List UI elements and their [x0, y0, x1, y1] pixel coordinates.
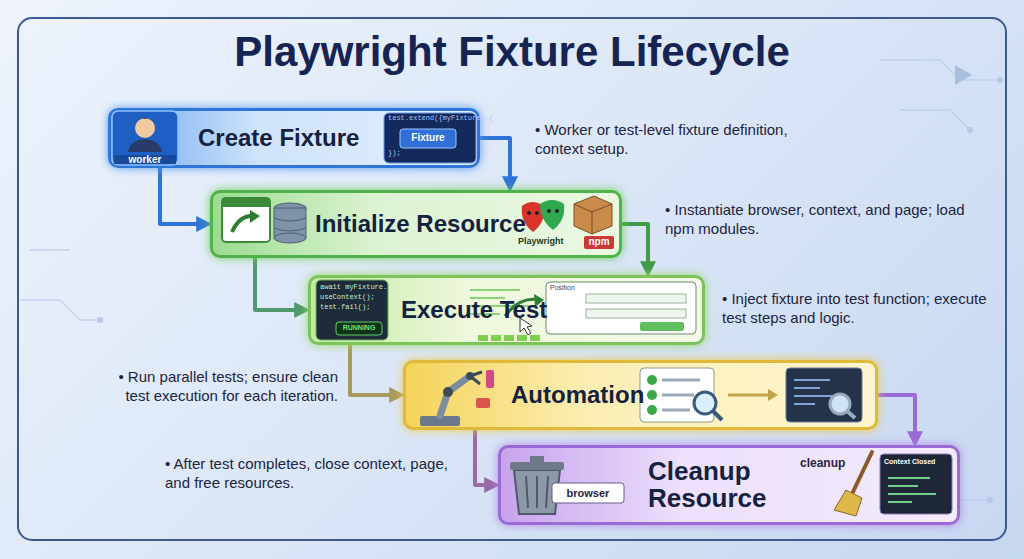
panel-label: Context Closed: [884, 458, 950, 467]
flow-arrow: [480, 138, 510, 189]
flow-arrow: [622, 224, 648, 274]
note-text: • Run parallel tests; ensure clean test …: [112, 368, 338, 406]
status-tag: RUNNING: [336, 324, 382, 333]
flow-arrow: [350, 345, 402, 395]
icon-label: cleanup: [800, 456, 860, 471]
icon-label: worker: [114, 154, 176, 167]
flow-arrow: [160, 168, 209, 224]
note-text: • Worker or test-level fixture definitio…: [535, 121, 835, 159]
note-text: • Instantiate browser, context, and page…: [665, 201, 995, 239]
code-text: });: [388, 150, 428, 158]
button-label: Fixture: [400, 132, 456, 145]
stage-name: Create Fixture: [198, 125, 398, 150]
icon-label: browser: [554, 487, 622, 501]
stage-name: Initialize Resource: [315, 211, 545, 236]
note-text: • After test completes, close context, p…: [165, 455, 465, 493]
stage-name: Automation: [511, 382, 681, 407]
flow-arrow: [255, 258, 307, 310]
npm-logo: npm: [584, 236, 614, 249]
icon-label: Playwright: [518, 236, 578, 247]
code-text: test.fail();: [320, 304, 386, 312]
note-text: • Inject fixture into test function; exe…: [722, 290, 992, 328]
code-text: test.extend({myFixture..{: [388, 115, 474, 123]
diagram-title: Playwright Fixture Lifecycle: [0, 28, 1024, 76]
code-text: await myFixture.: [320, 284, 386, 292]
form-label: Position: [550, 284, 590, 293]
code-text: useContext();: [320, 294, 386, 302]
stage-name: Execute Test: [401, 297, 591, 322]
flow-arrow: [475, 430, 497, 485]
stage-box: Initialize Resource: [210, 190, 622, 258]
flow-arrow: [878, 395, 915, 444]
stage-name: Cleanup Resource: [648, 458, 788, 513]
